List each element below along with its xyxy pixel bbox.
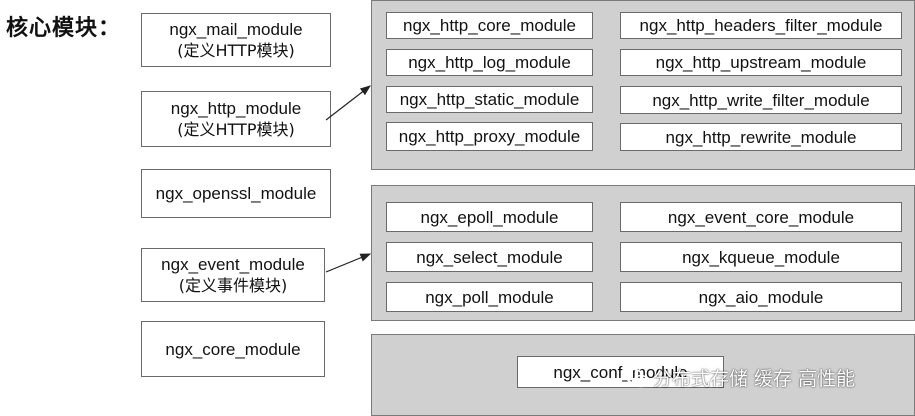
- left-module-core: ngx_core_module: [141, 321, 325, 377]
- event-module-box: ngx_epoll_module: [386, 202, 593, 232]
- module-name: ngx_openssl_module: [155, 184, 317, 203]
- http-module-box: ngx_http_static_module: [386, 86, 593, 113]
- watermark-text: 分布式存储 缓存 高性能: [653, 368, 856, 390]
- module-name: ngx_kqueue_module: [682, 247, 840, 267]
- module-desc: (定义事件模块): [178, 276, 288, 295]
- event-module-box: ngx_select_module: [386, 242, 593, 272]
- http-module-box: ngx_http_proxy_module: [386, 122, 593, 151]
- watermark: 分布式存储 缓存 高性能: [625, 364, 855, 391]
- module-name: ngx_http_log_module: [408, 53, 571, 72]
- module-name: ngx_http_static_module: [399, 90, 580, 109]
- event-module-box: ngx_kqueue_module: [620, 242, 902, 272]
- event-module-box: ngx_event_core_module: [620, 202, 902, 232]
- module-name: ngx_http_upstream_module: [655, 53, 867, 72]
- http-module-box: ngx_http_core_module: [386, 12, 593, 39]
- http-module-box: ngx_http_log_module: [386, 49, 593, 76]
- left-module-openssl: ngx_openssl_module: [141, 169, 331, 218]
- event-module-box: ngx_aio_module: [620, 282, 902, 312]
- wechat-icon: [625, 368, 649, 387]
- module-name: ngx_http_module: [170, 99, 302, 118]
- module-name: ngx_core_module: [165, 339, 301, 359]
- module-name: ngx_epoll_module: [420, 207, 559, 227]
- module-name: ngx_http_rewrite_module: [665, 127, 857, 147]
- event-module-box: ngx_poll_module: [386, 282, 593, 312]
- module-name: ngx_http_core_module: [403, 16, 576, 35]
- module-name: ngx_conf_module: [553, 362, 688, 382]
- left-module-event: ngx_event_module (定义事件模块): [141, 248, 325, 302]
- module-name: ngx_aio_module: [698, 287, 824, 307]
- left-module-mail: ngx_mail_module (定义HTTP模块): [141, 13, 331, 67]
- module-name: ngx_poll_module: [425, 287, 554, 307]
- http-module-box: ngx_http_upstream_module: [620, 49, 902, 76]
- event-connector-arrow: [325, 253, 372, 273]
- page-title: 核心模块：: [6, 16, 122, 41]
- http-module-box: ngx_http_headers_filter_module: [620, 12, 902, 39]
- http-module-box: ngx_http_rewrite_module: [620, 123, 902, 151]
- module-name: ngx_mail_module: [169, 20, 303, 39]
- module-name: ngx_select_module: [416, 247, 563, 267]
- module-desc: (定义HTTP模块): [177, 120, 295, 139]
- http-connector-arrow: [325, 85, 371, 121]
- module-name: ngx_http_proxy_module: [398, 127, 581, 146]
- module-name: ngx_http_write_filter_module: [652, 90, 870, 110]
- left-module-http: ngx_http_module (定义HTTP模块): [141, 91, 331, 147]
- module-name: ngx_http_headers_filter_module: [639, 16, 883, 35]
- module-name: ngx_event_core_module: [667, 207, 855, 227]
- module-name: ngx_event_module: [161, 255, 305, 274]
- http-module-box: ngx_http_write_filter_module: [620, 86, 902, 114]
- conf-module-box: ngx_conf_module: [517, 356, 724, 388]
- module-desc: (定义HTTP模块): [177, 41, 295, 60]
